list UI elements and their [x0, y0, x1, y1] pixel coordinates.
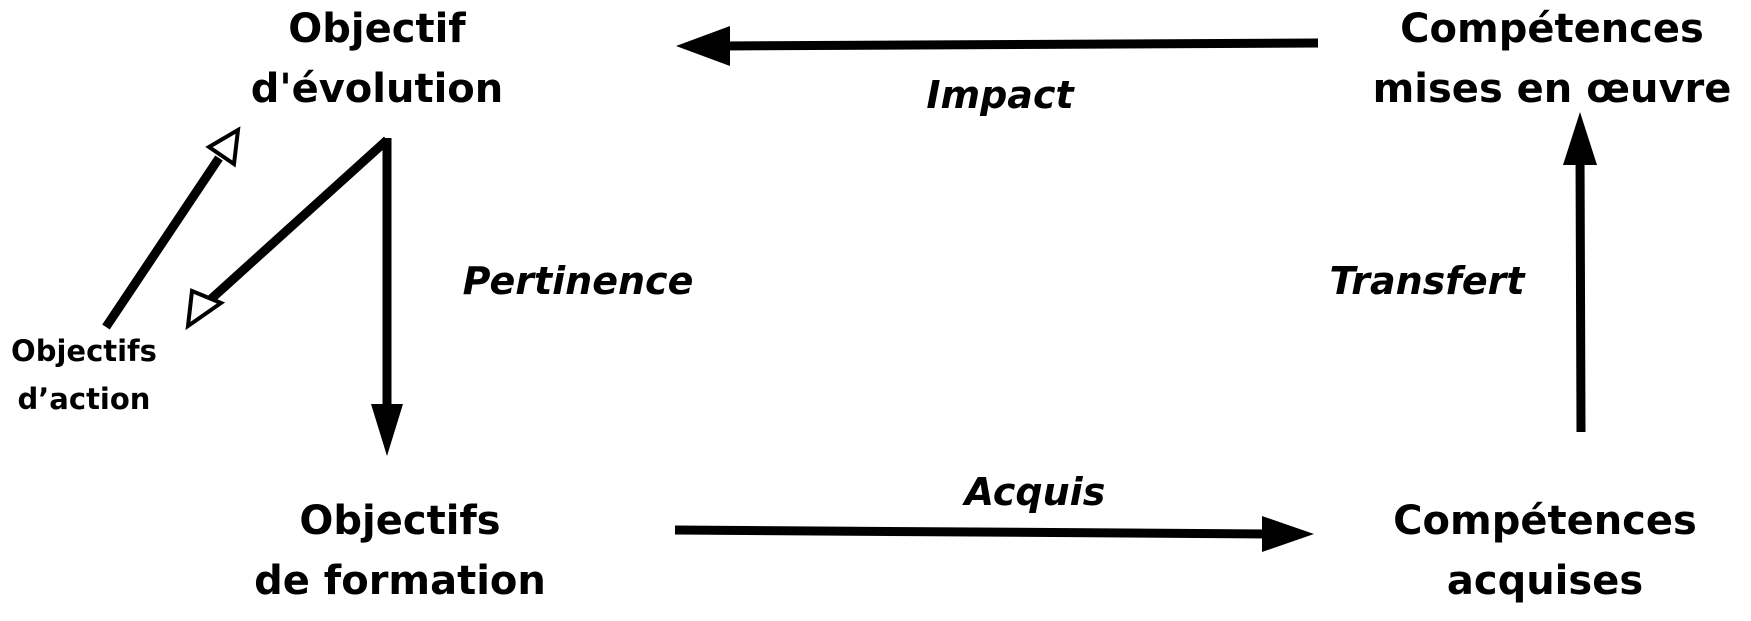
node-objectif-evolution-line2: d'évolution	[250, 66, 504, 112]
node-competences-acquises-line2: acquises	[1446, 558, 1644, 604]
node-competences-acquises-line1: Compétences	[1393, 498, 1697, 544]
node-objectifs-formation-line2: de formation	[254, 558, 546, 604]
edge-label-acquis: Acquis	[964, 470, 1106, 514]
node-objectifs-formation: Objectifs de formation	[254, 491, 546, 611]
acquis-arrow	[674, 516, 1314, 552]
node-objectifs-action-line1: Objectifs	[11, 334, 157, 368]
edge-label-impact: Impact	[926, 73, 1074, 117]
edge-label-transfert: Transfert	[1329, 259, 1525, 303]
node-objectif-evolution: Objectif d'évolution	[251, 0, 504, 119]
edge-label-pertinence: Pertinence	[462, 259, 694, 303]
node-objectifs-formation-line1: Objectifs	[299, 498, 501, 544]
node-objectif-evolution-line1: Objectif	[288, 6, 466, 52]
action-to-evolution-arrow	[102, 126, 241, 330]
node-objectifs-action-line2: d’action	[17, 382, 151, 416]
pertinence-arrow	[371, 138, 403, 456]
node-competences-mises: Compétences mises en œuvre	[1373, 0, 1732, 119]
node-competences-mises-line1: Compétences	[1400, 6, 1704, 52]
impact-arrow	[676, 26, 1319, 66]
transfert-arrow	[1563, 112, 1597, 433]
node-competences-mises-line2: mises en œuvre	[1372, 66, 1732, 112]
node-competences-acquises: Compétences acquises	[1393, 491, 1697, 611]
node-objectifs-action: Objectifs d’action	[11, 327, 157, 423]
evolution-to-action-arrow	[185, 136, 391, 331]
